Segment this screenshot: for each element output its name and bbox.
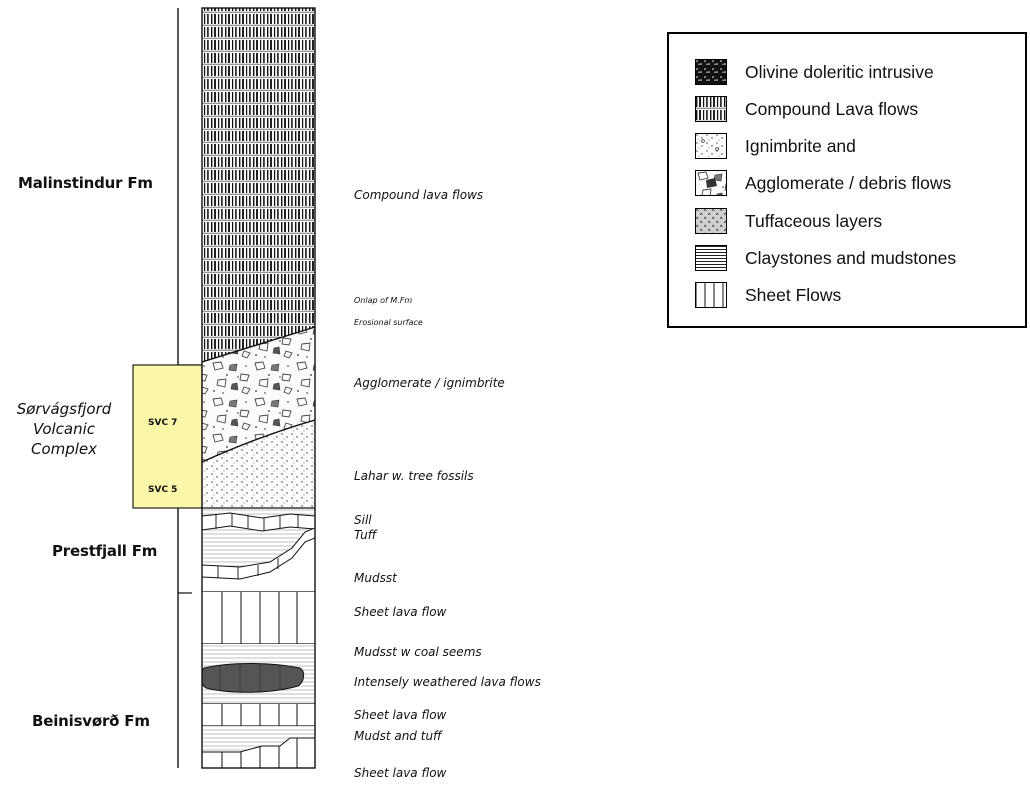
formation-beinisvord: Beinisvørð Fm [32, 712, 150, 730]
agglomerate-swatch-icon [695, 170, 727, 196]
claystone-swatch-icon [695, 245, 727, 271]
olivine-doleritic-swatch-icon [695, 59, 727, 85]
legend-label: Sheet Flows [745, 284, 842, 305]
legend-item: Olivine doleritic intrusive [695, 59, 934, 85]
complex-line-1: Sørvágsfjord [16, 400, 112, 418]
lahar-unit [202, 420, 315, 508]
svc-5-label: SVC 5 [148, 485, 178, 495]
legend-item: Tuffaceous layers [695, 208, 882, 234]
legend-item: Agglomerate / debris flows [695, 170, 951, 196]
legend-label: Olivine doleritic intrusive [745, 61, 934, 82]
annotation-sheet-3: Sheet lava flow [354, 766, 447, 780]
annotation-agglomerate: Agglomerate / ignimbrite [354, 376, 505, 390]
legend-label: Compound Lava flows [745, 98, 919, 119]
svc-7-label: SVC 7 [148, 418, 178, 428]
annotation-weathered: Intensely weathered lava flows [354, 675, 541, 689]
annotation-sheet-1: Sheet lava flow [354, 605, 447, 619]
sheet-lava-unit-3 [202, 737, 315, 768]
sheet-flows-swatch-icon [695, 282, 727, 308]
annotation-mudst-tuff: Mudst and tuff [354, 729, 442, 743]
legend-label: Ignimbrite and [745, 135, 856, 156]
annotation-mudsst-coal: Mudsst w coal seems [354, 645, 482, 659]
legend-item: Sheet Flows [695, 282, 841, 308]
weathered-lava-body [202, 663, 305, 693]
sill-unit [202, 512, 315, 532]
sheet-lava-unit-2 [202, 704, 315, 726]
annotation-sill: Sill [354, 513, 372, 527]
annotation-lahar: Lahar w. tree fossils [354, 469, 474, 483]
complex-line-2: Volcanic [32, 420, 96, 438]
annotation-erosional: Erosional surface [354, 318, 423, 327]
column-outline [201, 7, 316, 769]
legend-label: Agglomerate / debris flows [745, 172, 952, 193]
compound-lava-swatch-icon [695, 96, 727, 122]
compound-lava-unit [202, 8, 315, 368]
formation-prestfjall: Prestfjall Fm [52, 542, 158, 560]
legend-item: Claystones and mudstones [695, 245, 956, 271]
tuffaceous-swatch-icon [695, 208, 727, 234]
legend-item: Compound Lava flows [695, 96, 918, 122]
svc-highlight-box [132, 364, 203, 509]
legend-box: Olivine doleritic intrusive Compound Lav… [667, 32, 1027, 328]
complex-line-3: Complex [30, 440, 98, 458]
sheet-lava-unit-1 [202, 592, 315, 644]
annotation-onlap: Onlap of M.Fm [354, 296, 413, 305]
ignimbrite-swatch-icon [695, 133, 727, 159]
legend-item: Ignimbrite and [695, 133, 856, 159]
volcanic-complex-label: Sørvágsfjord Volcanic Complex [10, 399, 118, 459]
legend-label: Tuffaceous layers [745, 210, 883, 231]
annotation-tuff: Tuff [354, 528, 377, 542]
legend-label: Claystones and mudstones [745, 247, 957, 268]
annotation-sheet-2: Sheet lava flow [354, 708, 447, 722]
annotation-compound-lava: Compound lava flows [354, 188, 484, 202]
formation-malinstindur: Malinstindur Fm [18, 174, 153, 192]
annotation-mudsst: Mudsst [354, 571, 397, 585]
